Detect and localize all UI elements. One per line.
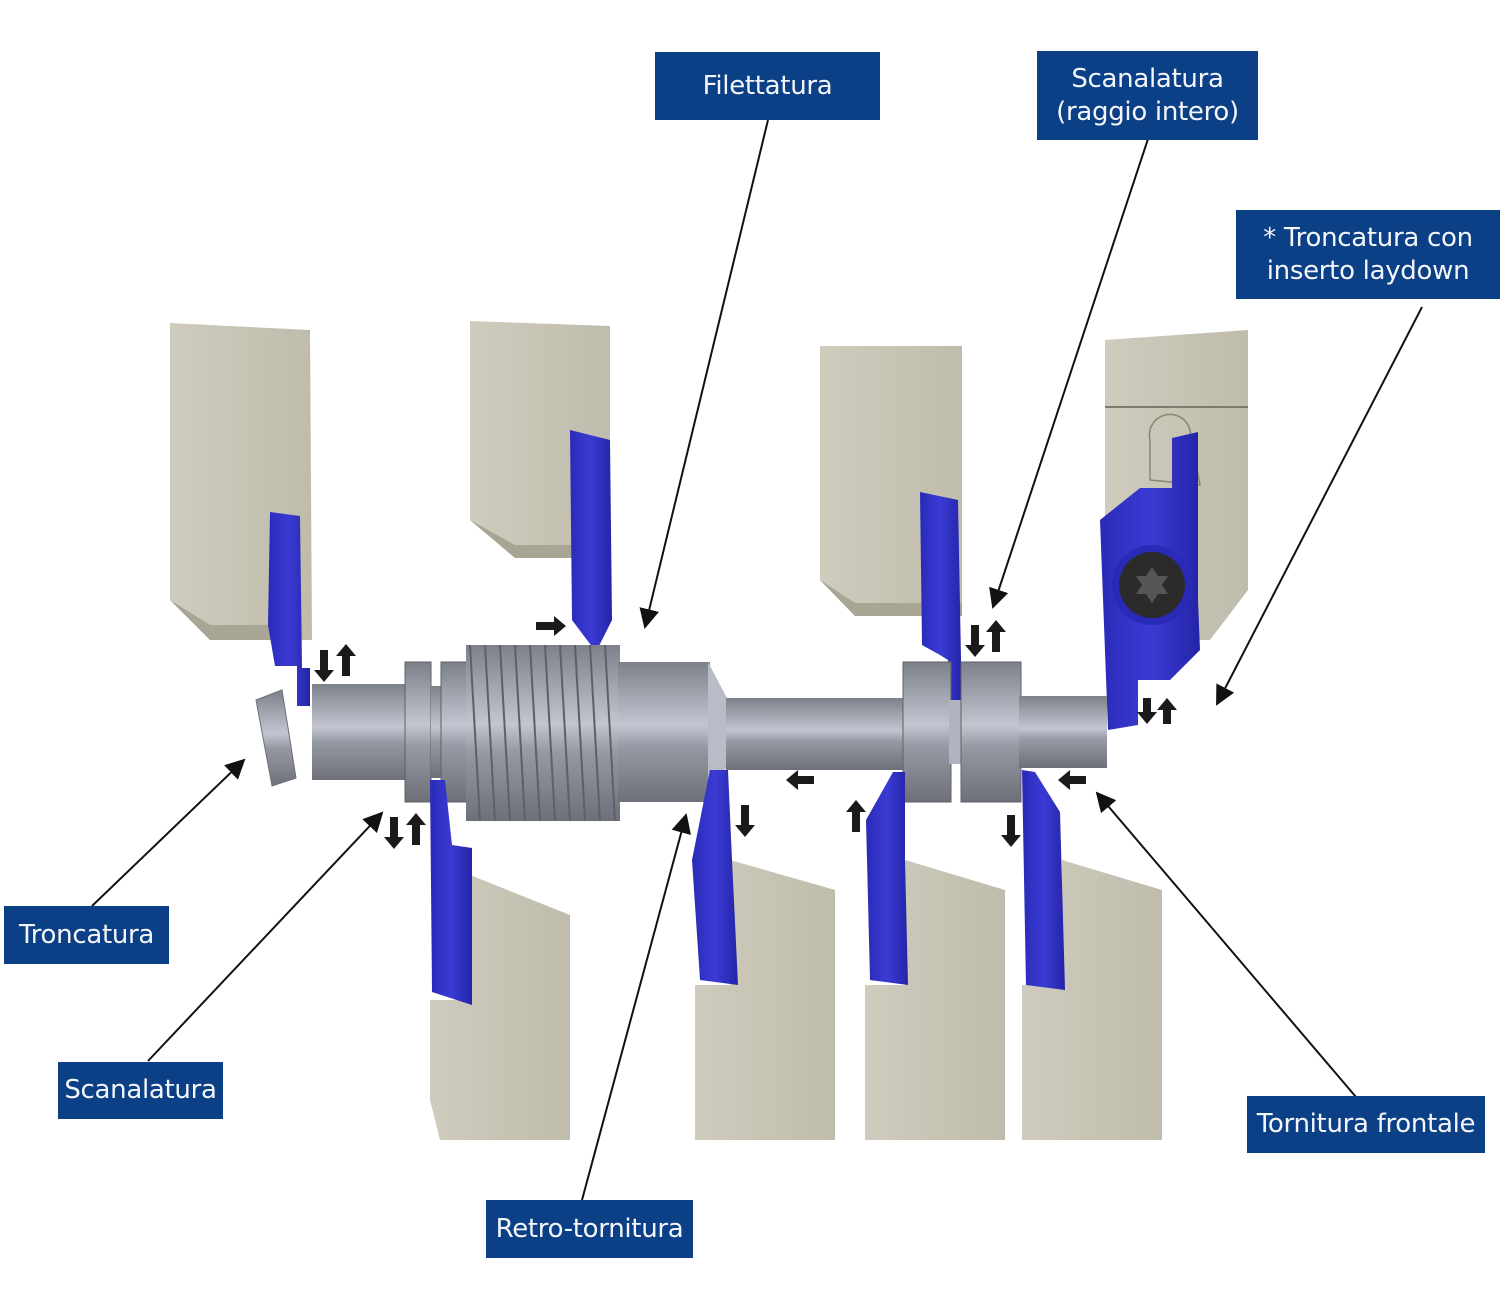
insert-troncatura	[268, 512, 310, 706]
leader-scanalatura	[147, 811, 384, 1062]
leader-troncatura	[91, 758, 246, 907]
holder-tornitura-sinistra	[865, 860, 1005, 1140]
arrow-down-icon	[384, 817, 404, 849]
leader-retro-tornitura	[581, 813, 691, 1201]
arrow-down-icon	[735, 805, 755, 837]
label-scanalatura-raggio-intero: Scanalatura (raggio intero)	[1037, 51, 1258, 140]
arrow-left-icon	[1058, 770, 1086, 790]
leader-scanalatura-raggio	[989, 138, 1149, 609]
arrow-right-icon	[536, 616, 566, 636]
leader-troncatura-laydown	[1216, 306, 1423, 706]
arrow-up-icon	[406, 813, 426, 845]
workpiece-shaft	[312, 644, 1107, 822]
arrow-up-icon	[336, 644, 356, 676]
insert-laydown	[1100, 432, 1200, 730]
insert-retro-tornitura	[692, 770, 738, 985]
leader-lines	[91, 119, 1423, 1201]
feed-arrows	[314, 616, 1177, 849]
insert-tornitura-frontale	[1022, 770, 1065, 990]
insert-tornitura-sinistra	[866, 772, 908, 985]
label-retro-tornitura: Retro-tornitura	[486, 1200, 693, 1258]
parted-disc	[255, 689, 297, 787]
insert-scanalatura-raggio	[920, 492, 962, 716]
arrow-down-icon	[965, 625, 985, 657]
arrow-down-icon	[1001, 815, 1021, 847]
label-filettatura: Filettatura	[655, 52, 880, 120]
label-troncatura-laydown: * Troncatura con inserto laydown	[1236, 210, 1500, 299]
label-tornitura-frontale: Tornitura frontale	[1247, 1096, 1485, 1153]
arrow-down-icon	[314, 650, 334, 682]
arrow-left-icon	[786, 770, 814, 790]
leader-filettatura	[639, 119, 769, 629]
arrow-up-icon	[846, 800, 866, 832]
arrow-up-icon	[1157, 698, 1177, 724]
arrow-up-icon	[986, 620, 1006, 652]
insert-scanalatura	[430, 780, 472, 1005]
thread-ridges	[469, 644, 616, 822]
label-scanalatura: Scanalatura	[58, 1062, 223, 1119]
leader-tornitura-frontale	[1095, 791, 1357, 1098]
holder-scanalatura	[430, 875, 570, 1140]
holder-tornitura-frontale	[1022, 860, 1162, 1140]
insert-filettatura	[570, 430, 612, 652]
label-troncatura: Troncatura	[4, 906, 169, 964]
arrow-down-icon	[1137, 698, 1157, 724]
